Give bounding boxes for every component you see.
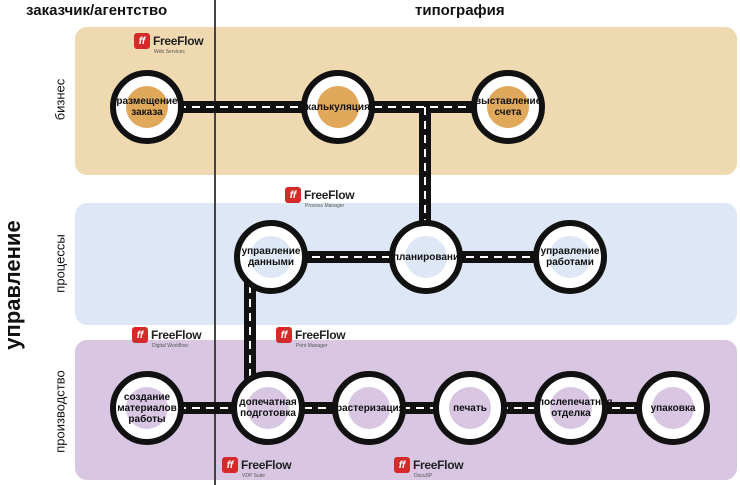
node-accent bbox=[250, 236, 292, 278]
logo-brand: FreeFlow bbox=[295, 328, 346, 342]
node-planning: планирование bbox=[389, 220, 465, 294]
node-accent bbox=[449, 387, 491, 429]
freeflow-logo-icon: ff bbox=[285, 187, 301, 203]
logo-product: Digital Workflow bbox=[152, 343, 188, 349]
node-accent bbox=[550, 387, 592, 429]
logo-brand: FreeFlow bbox=[241, 458, 292, 472]
logo-product: Process Manager bbox=[305, 203, 345, 209]
node-calculation: калькуляция bbox=[301, 70, 375, 144]
node-rasterization: растеризация bbox=[332, 371, 406, 445]
logo-freeflow-digital: ff FreeFlow Digital Workflow bbox=[132, 327, 202, 349]
logo-brand: FreeFlow bbox=[413, 458, 464, 472]
logo-freeflow-docusp: ff FreeFlow DocuSP bbox=[394, 457, 464, 479]
logo-product: Print Manager bbox=[296, 343, 328, 349]
logo-product: Web Services bbox=[154, 49, 185, 55]
logo-brand: FreeFlow bbox=[304, 188, 355, 202]
header-customer: заказчик/агентство bbox=[26, 2, 168, 19]
node-packing: упаковка bbox=[636, 371, 710, 445]
node-accent bbox=[405, 236, 447, 278]
node-prepress: допечатная подготовка bbox=[231, 371, 305, 445]
node-accent bbox=[126, 387, 168, 429]
logo-product: DocuSP bbox=[414, 473, 433, 479]
node-billing: выставление счета bbox=[471, 70, 545, 144]
logo-brand: FreeFlow bbox=[153, 34, 204, 48]
node-label: печать bbox=[453, 402, 487, 414]
freeflow-logo-icon: ff bbox=[222, 457, 238, 473]
node-label: размещение заказа bbox=[116, 96, 178, 118]
logo-freeflow-process: ff FreeFlow Process Manager bbox=[285, 187, 355, 209]
node-create-materials: создание материалов работы bbox=[110, 371, 184, 445]
node-order-placement: размещение заказа bbox=[110, 70, 184, 144]
node-label: выставление счета bbox=[475, 96, 542, 118]
node-label: планирование bbox=[393, 251, 465, 263]
node-accent bbox=[487, 86, 529, 128]
node-label: создание материалов работы bbox=[117, 391, 177, 425]
logo-freeflow-print-manager: ff FreeFlow Print Manager bbox=[276, 327, 346, 349]
freeflow-logo-icon: ff bbox=[394, 457, 410, 473]
node-job-management: управление работами bbox=[533, 220, 607, 294]
node-label: послепечатная отделка bbox=[538, 397, 613, 419]
logo-freeflow-vdp: ff FreeFlow VDP Suite bbox=[222, 457, 292, 479]
node-label: калькуляция bbox=[306, 101, 370, 113]
node-label: допечатная подготовка bbox=[239, 397, 297, 419]
logo-product: VDP Suite bbox=[242, 473, 265, 479]
node-finishing: послепечатная отделка bbox=[534, 371, 613, 445]
logo-freeflow-web: ff FreeFlow Web Services bbox=[134, 33, 204, 55]
divider-line bbox=[214, 0, 216, 485]
node-accent bbox=[126, 86, 168, 128]
freeflow-logo-icon: ff bbox=[132, 327, 148, 343]
freeflow-logo-icon: ff bbox=[134, 33, 150, 49]
node-accent bbox=[317, 86, 359, 128]
node-data-management: управление данными bbox=[234, 220, 308, 294]
node-label: упаковка bbox=[650, 402, 696, 414]
freeflow-logo-icon: ff bbox=[276, 327, 292, 343]
node-print: печать bbox=[433, 371, 507, 445]
node-label: управление работами bbox=[540, 246, 600, 268]
header-printing: типография bbox=[415, 2, 505, 19]
node-accent bbox=[247, 387, 289, 429]
node-accent bbox=[348, 387, 390, 429]
node-label: управление данными bbox=[241, 246, 301, 268]
logo-brand: FreeFlow bbox=[151, 328, 202, 342]
node-accent bbox=[652, 387, 694, 429]
node-label: растеризация bbox=[336, 402, 405, 414]
node-accent bbox=[549, 236, 591, 278]
